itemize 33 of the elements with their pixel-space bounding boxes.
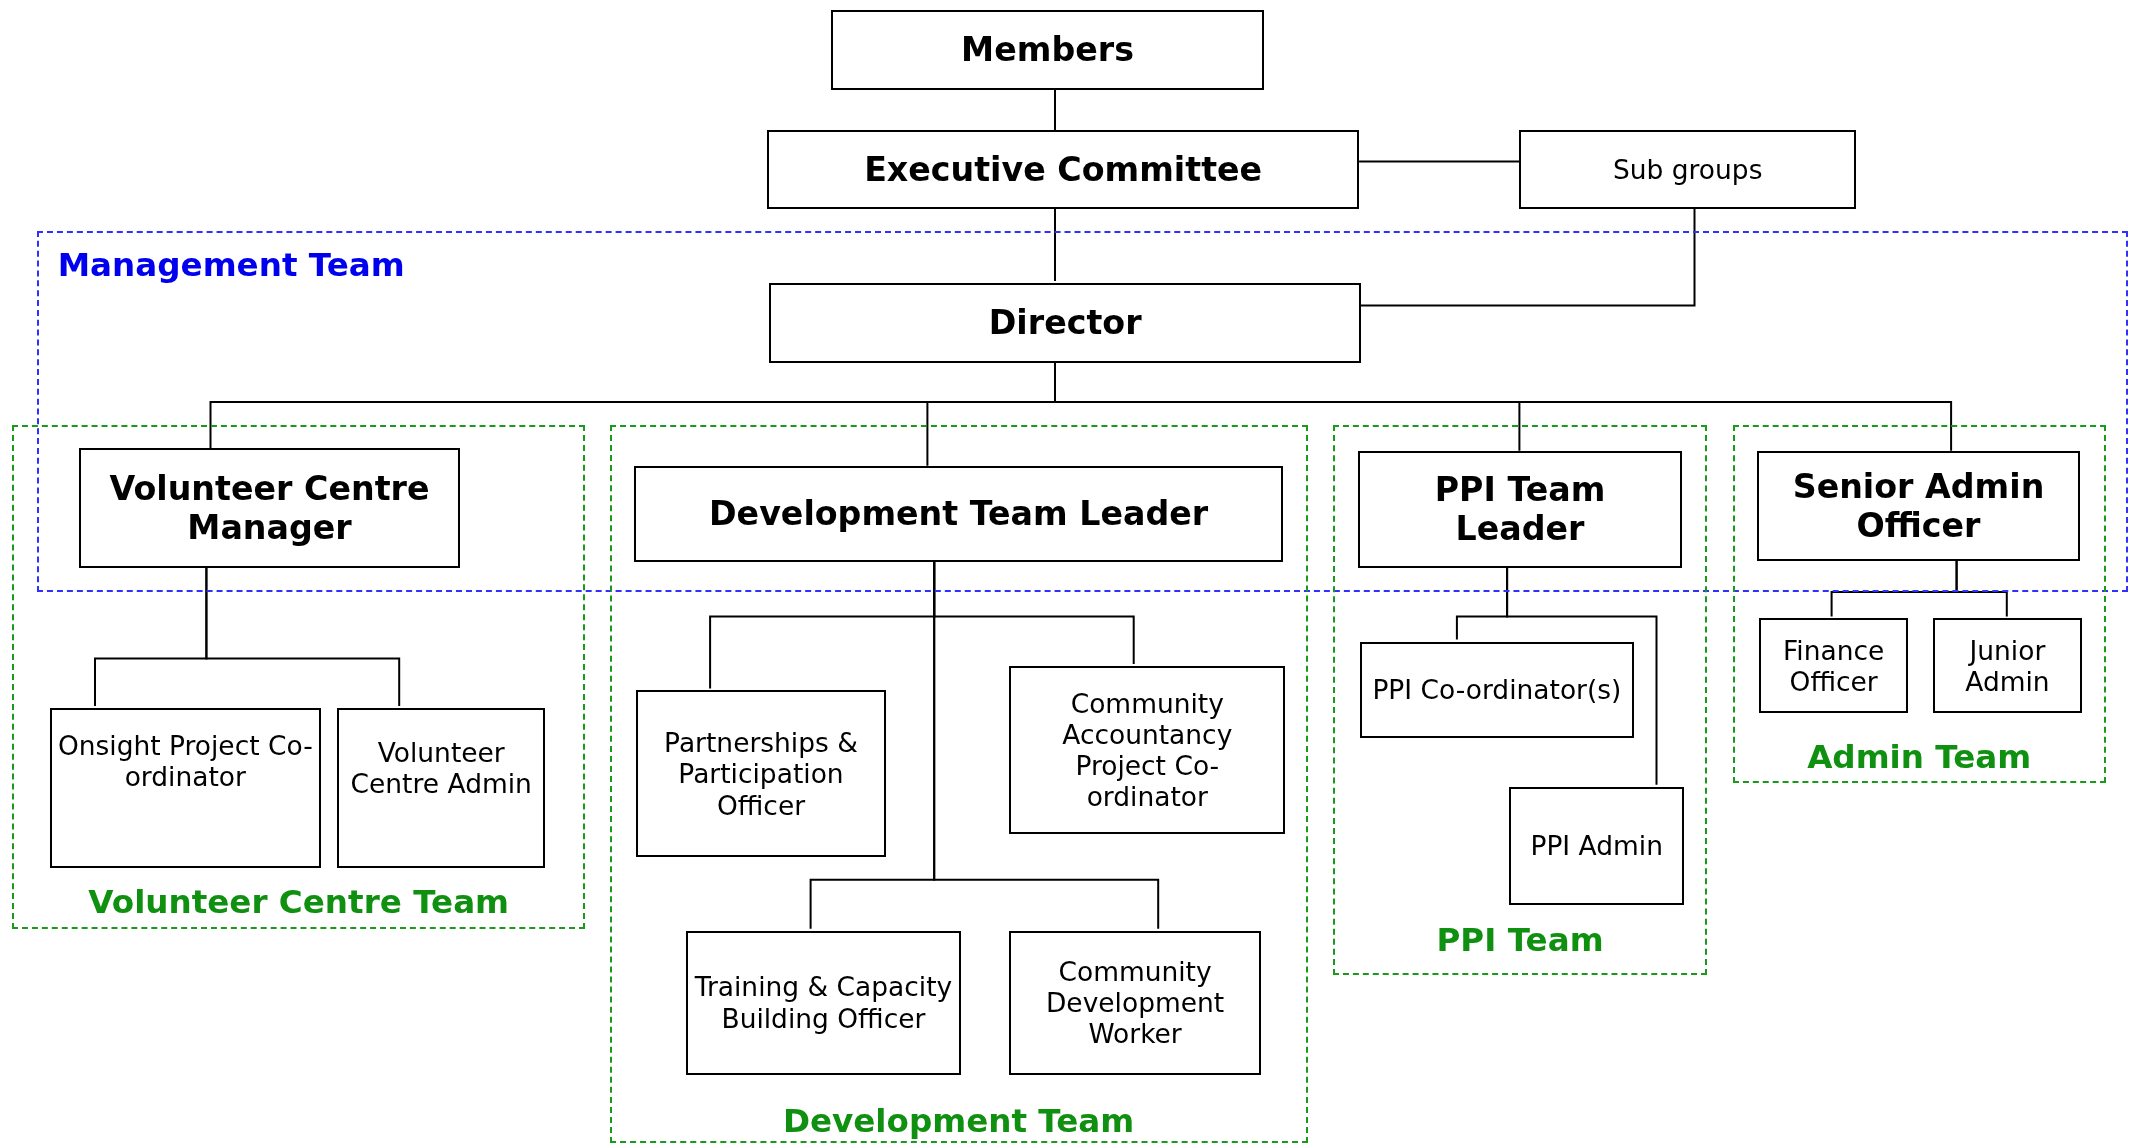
role-box: PPI Admin xyxy=(1509,786,1685,905)
connector-line xyxy=(933,561,1160,930)
role-box: Members xyxy=(830,9,1265,90)
role-box: Community Development Worker xyxy=(1009,930,1261,1075)
role-box: Executive Committee xyxy=(767,130,1360,210)
connector-line xyxy=(1955,559,2008,618)
team-label: Management Team xyxy=(57,246,405,285)
team-label: Development Team xyxy=(781,1101,1136,1140)
role-box: Development Team Leader xyxy=(634,465,1284,563)
team-area xyxy=(12,425,586,929)
role-box: PPI Team Leader xyxy=(1357,450,1683,568)
role-box: Finance Officer xyxy=(1758,618,1909,714)
role-box: Community Accountancy Project Co-ordinator xyxy=(1009,665,1286,835)
team-label: Admin Team xyxy=(1806,738,2033,776)
team-label: Volunteer Centre Team xyxy=(87,883,511,922)
team-area xyxy=(609,425,1308,1144)
connector-line xyxy=(205,566,401,707)
connector-line xyxy=(1054,208,1056,283)
role-box: Volunteer Centre Admin xyxy=(337,708,546,869)
role-box: PPI Co-ordinator(s) xyxy=(1359,641,1635,738)
role-box: Senior Admin Officer xyxy=(1756,450,2081,561)
role-box: Volunteer Centre Manager xyxy=(78,448,461,568)
role-box: Junior Admin xyxy=(1932,618,2083,714)
role-box: Partnerships & Participation Officer xyxy=(636,690,886,858)
role-box: Training & Capacity Building Officer xyxy=(686,930,961,1075)
role-box: Sub groups xyxy=(1519,130,1857,210)
connector-line xyxy=(1054,88,1056,132)
role-box: Director xyxy=(769,283,1362,364)
team-label: PPI Team xyxy=(1435,921,1605,960)
role-box: Onsight Project Co-ordinator xyxy=(49,708,322,869)
connector-line xyxy=(1358,160,1521,163)
team-area xyxy=(1333,425,1707,975)
connector-line xyxy=(1506,566,1658,786)
